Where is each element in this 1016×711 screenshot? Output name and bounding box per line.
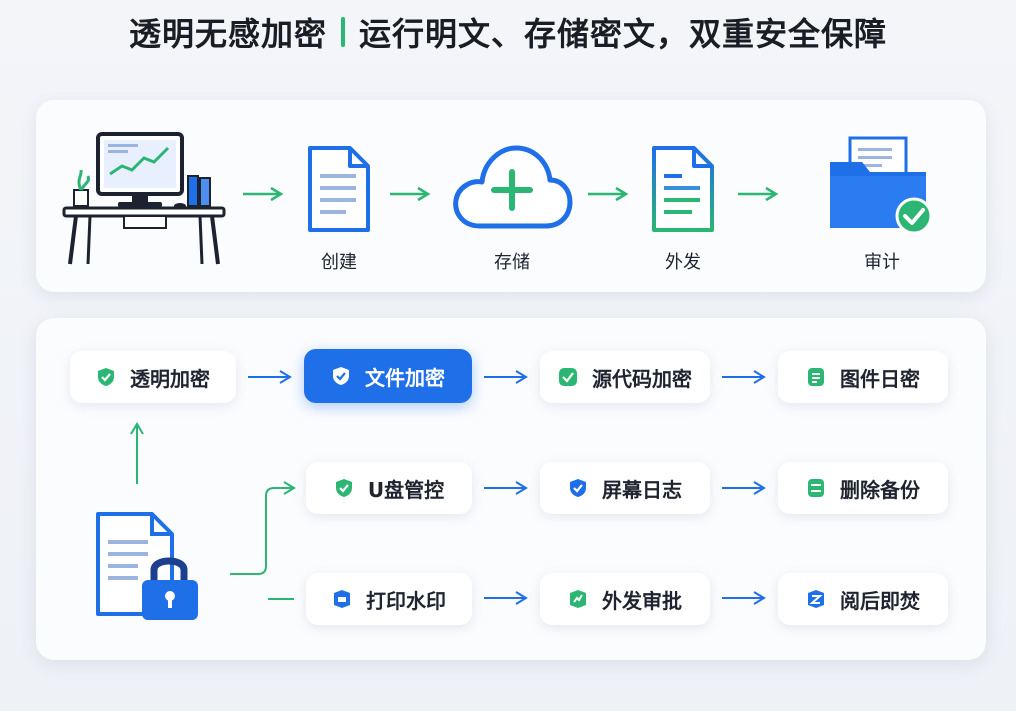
shield-check-icon bbox=[334, 478, 354, 498]
feature-file-encryption[interactable]: 文件加密 bbox=[304, 349, 472, 403]
document-icon bbox=[308, 146, 370, 232]
check-square-icon bbox=[558, 367, 578, 387]
step-label-create: 创建 bbox=[321, 252, 357, 273]
shield-check-icon bbox=[331, 366, 351, 386]
shield-check-icon bbox=[568, 478, 588, 498]
archive-icon bbox=[806, 478, 826, 498]
feature-delete-backup[interactable]: 删除备份 bbox=[778, 462, 948, 514]
workstation-illustration bbox=[62, 132, 226, 265]
title-left: 透明无感加密 bbox=[128, 15, 327, 53]
feature-transparent-encryption[interactable]: 透明加密 bbox=[70, 351, 236, 403]
pill-label: 屏幕日志 bbox=[602, 477, 682, 502]
pill-label: 阅后即焚 bbox=[840, 588, 920, 613]
pill-label: 透明加密 bbox=[130, 366, 210, 391]
flow-arrow-1 bbox=[243, 186, 284, 202]
feature-burn-after-reading[interactable]: 阅后即焚 bbox=[778, 573, 948, 625]
step-label-store: 存储 bbox=[494, 252, 530, 273]
pill-label: 文件加密 bbox=[365, 365, 445, 390]
feature-card: 透明加密 文件加密 源代码加密 图件日密 U盘管控 屏幕日志 删除备份 打印水印… bbox=[36, 318, 986, 660]
title-divider bbox=[341, 17, 345, 47]
pill-label: 源代码加密 bbox=[592, 366, 692, 391]
document-list-icon bbox=[806, 367, 826, 387]
pill-label: 图件日密 bbox=[840, 366, 920, 391]
pill-label: 外发审批 bbox=[602, 588, 682, 613]
flow-arrow-3 bbox=[588, 186, 629, 202]
workflow-card: 创建 存储 外发 审计 bbox=[36, 100, 986, 292]
feature-screen-log[interactable]: 屏幕日志 bbox=[540, 462, 710, 514]
approval-shield-icon bbox=[568, 589, 588, 609]
locked-document-icon bbox=[96, 512, 198, 620]
page-title: 透明无感加密 运行明文、存储密文，双重安全保障 bbox=[0, 10, 1016, 54]
feature-outgoing-approval[interactable]: 外发审批 bbox=[540, 573, 710, 625]
timer-shield-icon bbox=[806, 589, 826, 609]
title-right: 运行明文、存储密文，双重安全保障 bbox=[359, 15, 888, 53]
step-label-send: 外发 bbox=[665, 252, 701, 273]
feature-drawing-encryption[interactable]: 图件日密 bbox=[778, 351, 948, 403]
document-lines-icon bbox=[652, 146, 714, 232]
feature-print-watermark[interactable]: 打印水印 bbox=[306, 573, 472, 625]
step-label-audit: 审计 bbox=[864, 252, 900, 273]
feature-source-code-encryption[interactable]: 源代码加密 bbox=[540, 351, 710, 403]
folder-check-icon bbox=[830, 136, 933, 235]
pill-label: 删除备份 bbox=[840, 477, 920, 502]
shield-check-icon bbox=[96, 367, 116, 387]
feature-usb-control[interactable]: U盘管控 bbox=[306, 462, 472, 514]
flow-arrow-2 bbox=[390, 186, 431, 202]
flow-arrow-4 bbox=[738, 186, 779, 202]
cloud-plus-icon bbox=[453, 145, 573, 229]
pill-label: 打印水印 bbox=[366, 588, 446, 613]
print-shield-icon bbox=[332, 589, 352, 609]
pill-label: U盘管控 bbox=[367, 477, 445, 502]
connector-lines bbox=[130, 370, 766, 605]
